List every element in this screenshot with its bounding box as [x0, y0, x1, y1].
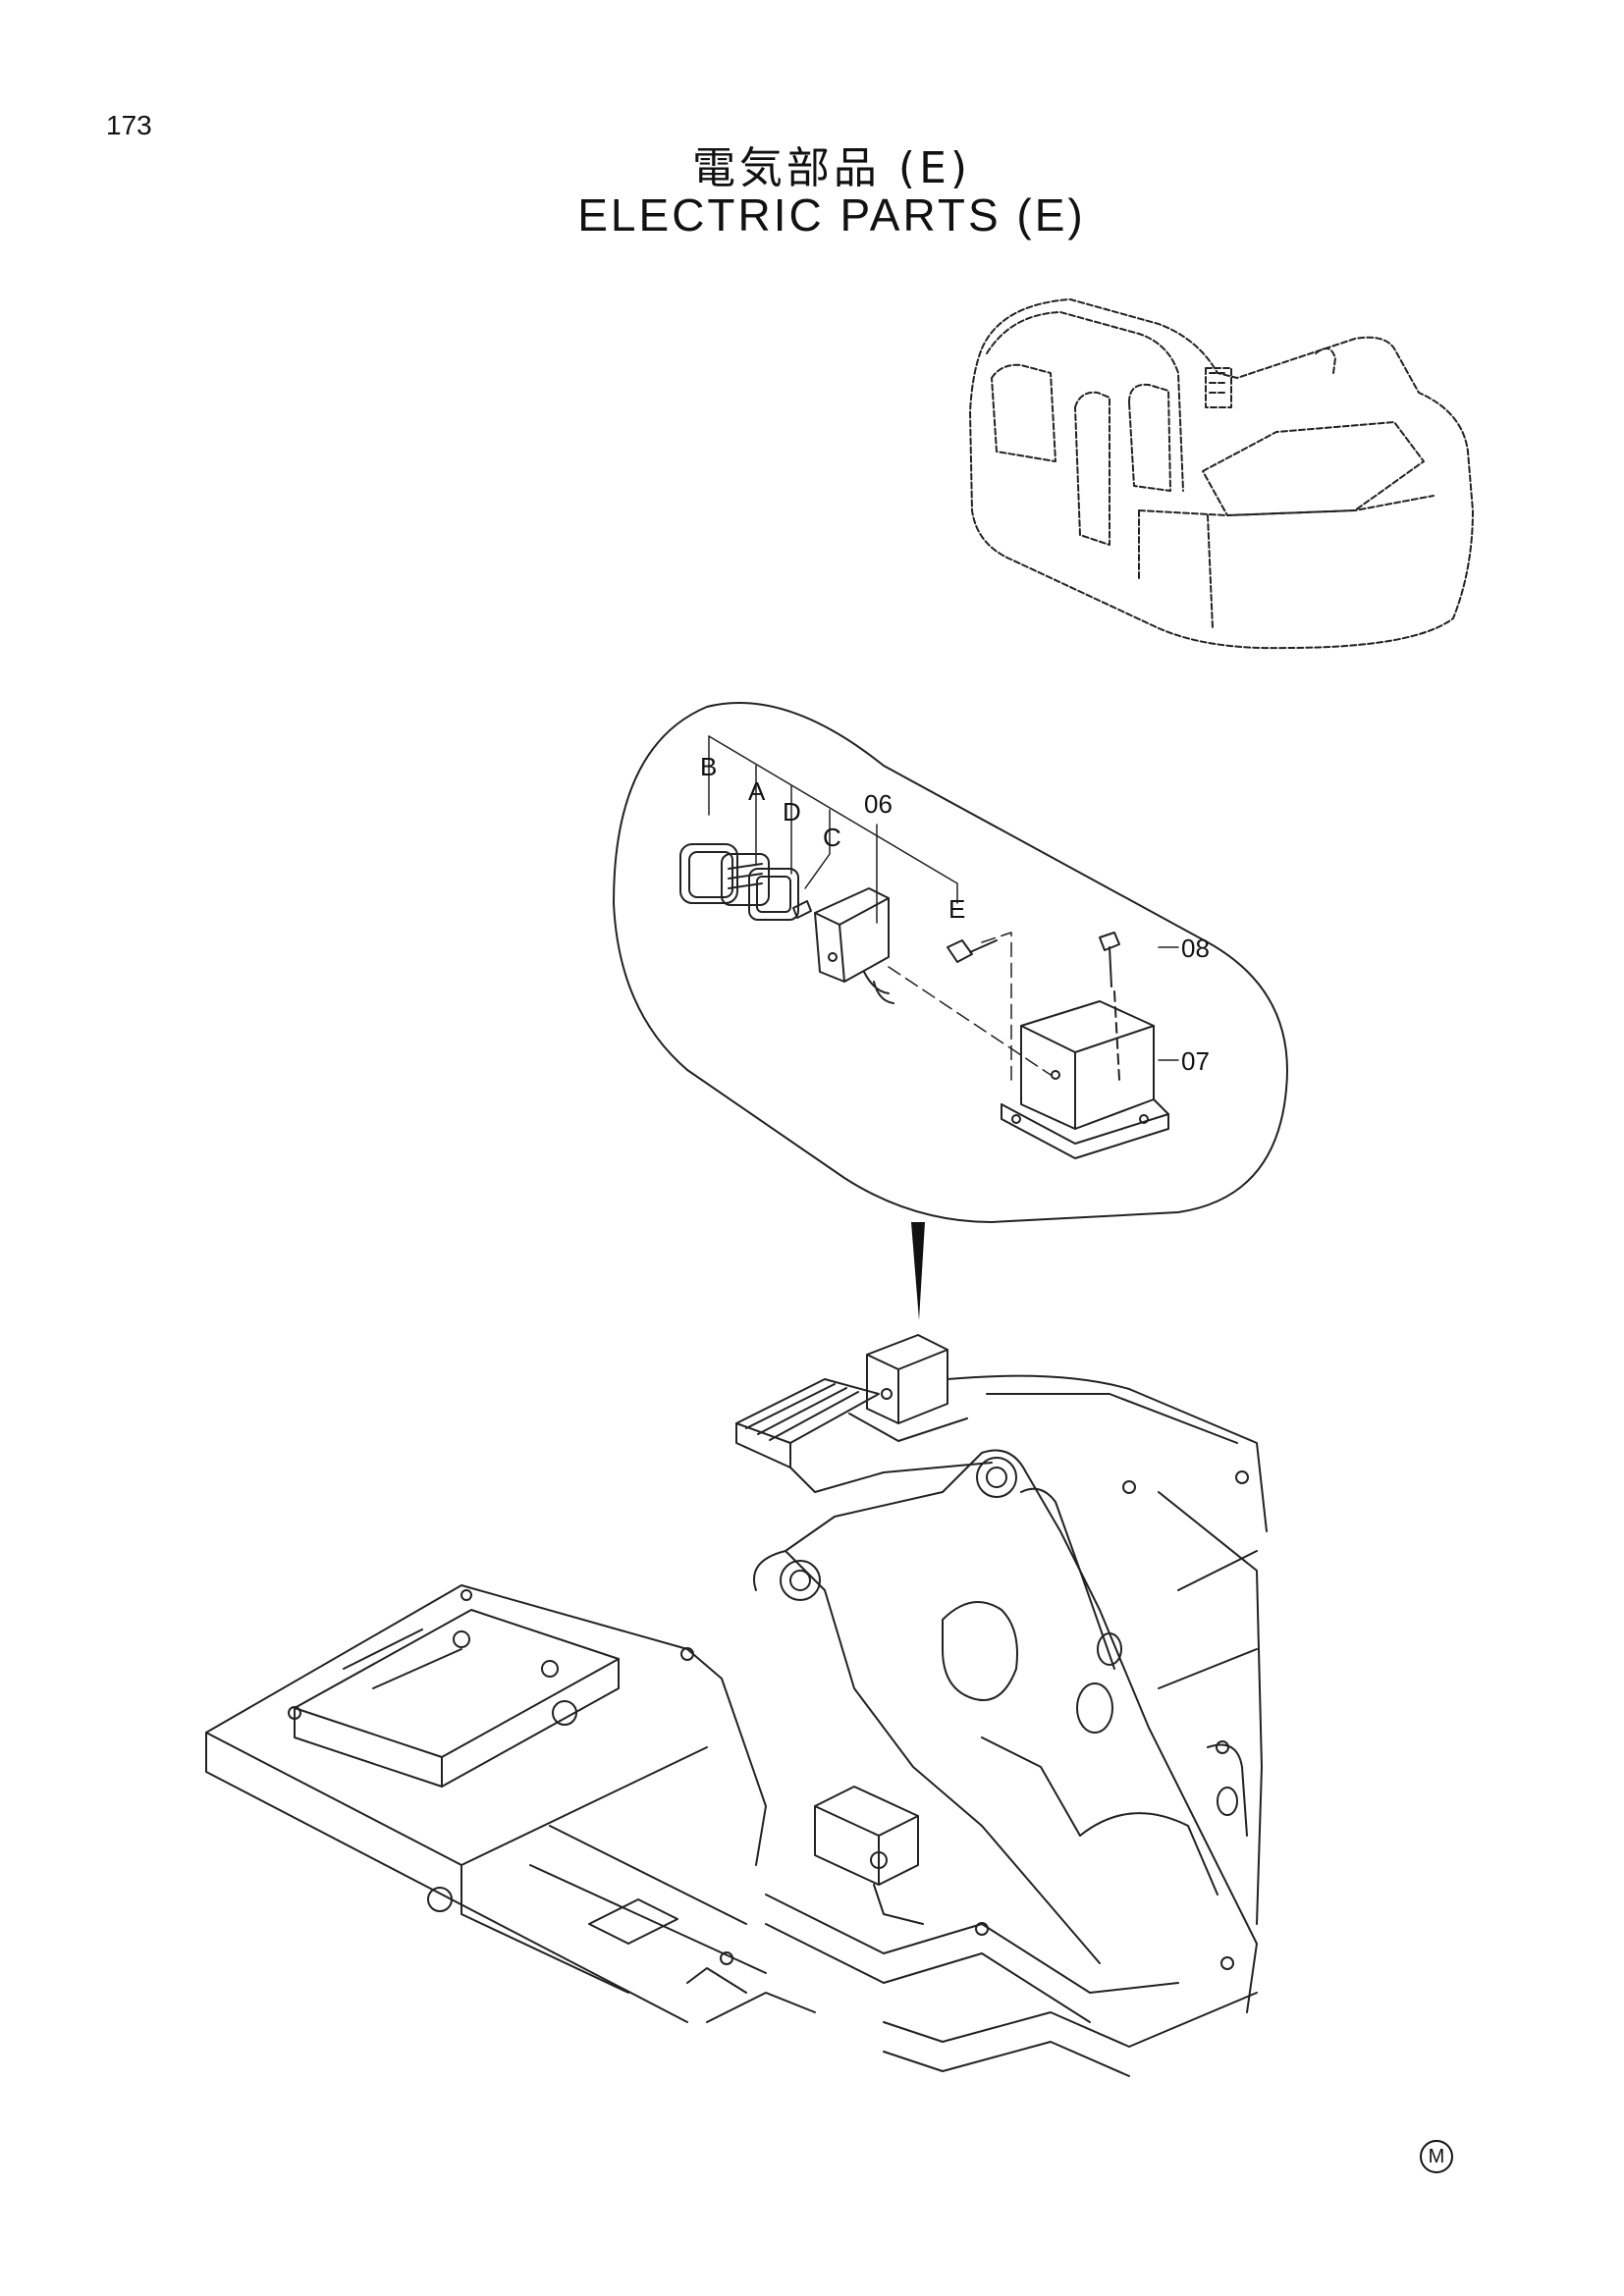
- callout-07: 07: [1181, 1046, 1210, 1076]
- bulb-c: [792, 900, 812, 919]
- callout-c: C: [823, 823, 841, 852]
- bolt-08: [1099, 932, 1120, 1081]
- bracket-07: [1001, 1000, 1169, 1159]
- bolt-e: [947, 939, 998, 963]
- gasket-d: [748, 868, 799, 921]
- revolving-frame: [205, 1334, 1268, 2077]
- machine-overview: [969, 298, 1474, 650]
- page-number: 173: [106, 110, 152, 140]
- pointer-wedge: [911, 1222, 925, 1320]
- detail-bubble: [613, 702, 1288, 1223]
- m-mark: M: [1420, 2140, 1453, 2173]
- lens-frame-b: [679, 843, 738, 904]
- callout-a: A: [748, 776, 766, 806]
- lamp-housing-06: [814, 887, 894, 1004]
- callout-b: B: [700, 752, 717, 781]
- callout-d: D: [783, 797, 801, 827]
- callout-06: 06: [864, 789, 893, 819]
- leader-lines: [708, 735, 1179, 1061]
- lens-a: [721, 853, 770, 906]
- callout-e: E: [948, 894, 965, 924]
- assembly-dashed-lines: [888, 932, 1052, 1081]
- title-english: ELECTRIC PARTS (E): [577, 189, 1086, 240]
- callout-08: 08: [1181, 934, 1210, 963]
- title-japanese: 電気部品 (E): [691, 143, 972, 193]
